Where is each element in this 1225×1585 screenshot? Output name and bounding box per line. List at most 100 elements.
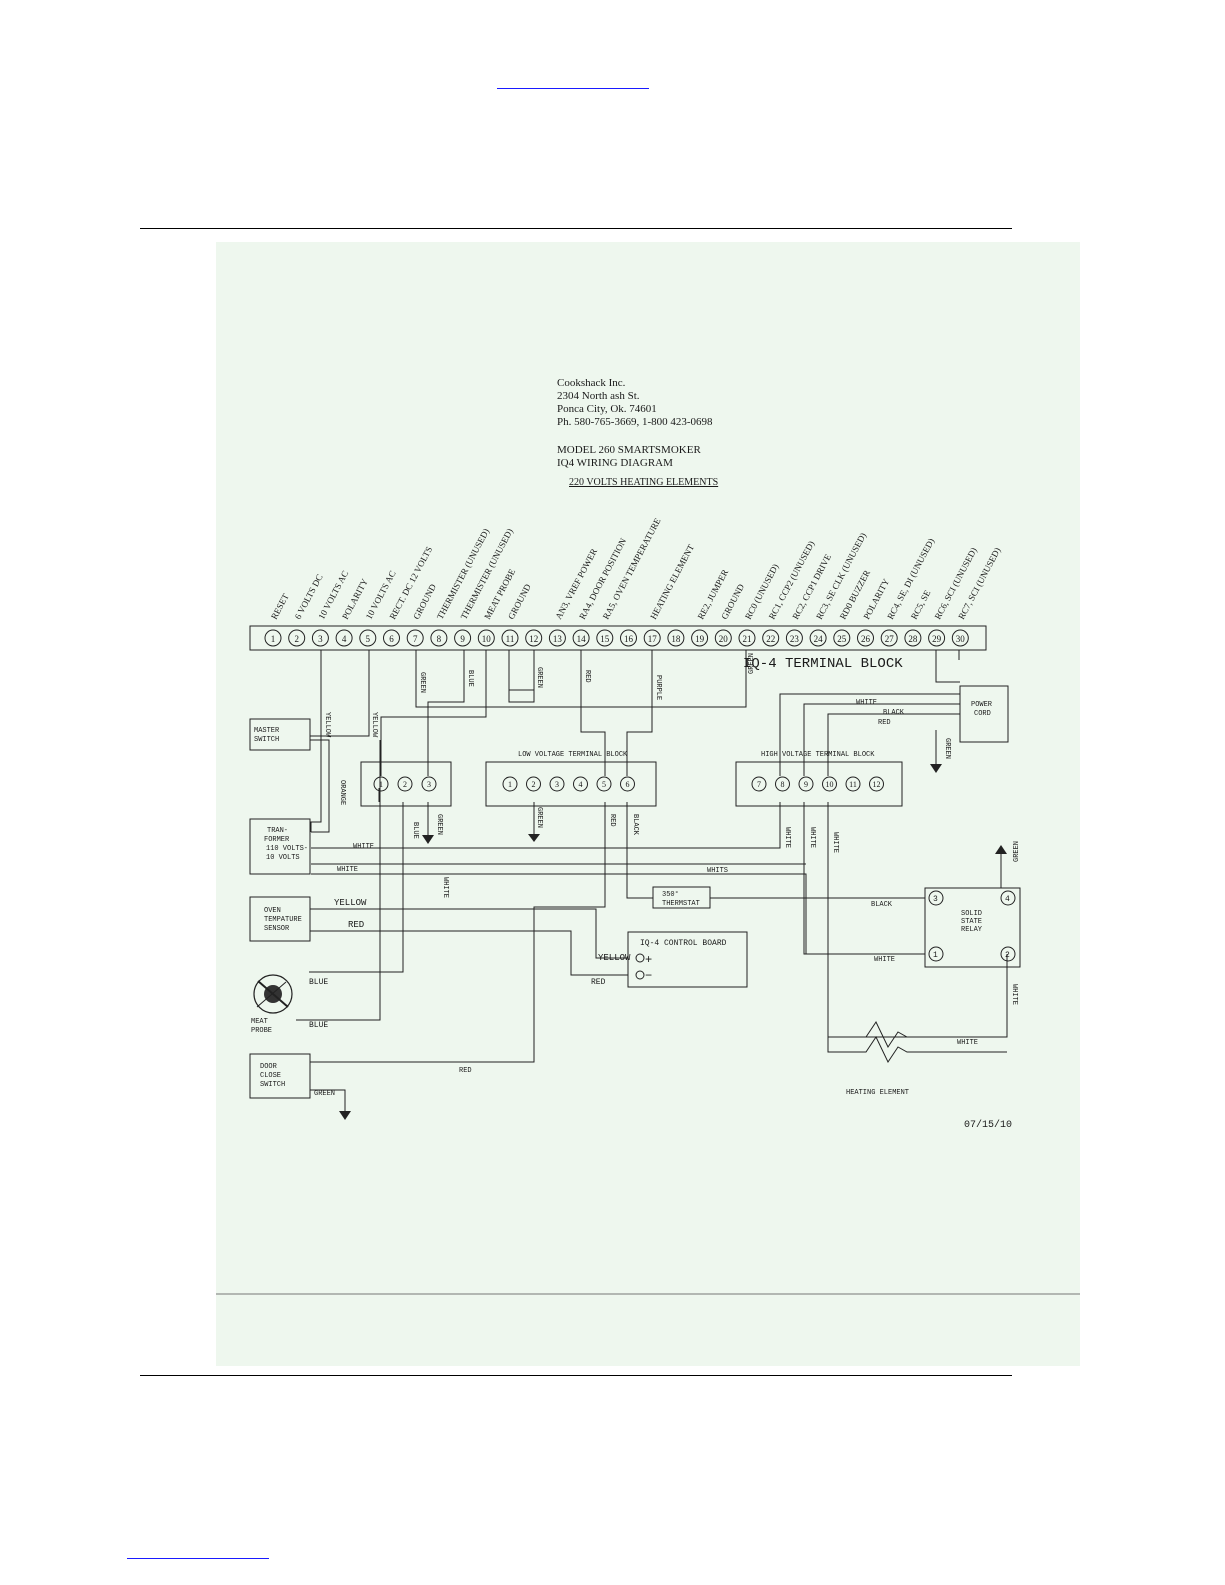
address-line-1: 2304 North ash St. [557, 390, 640, 402]
terminal-circle [857, 629, 874, 647]
terminal-circle [288, 629, 306, 647]
wire-blue-small: BLUE [411, 822, 419, 839]
footer-link-underline[interactable] [127, 1558, 269, 1559]
wire-white-vertical: WHITE [441, 877, 449, 898]
block-terminal-circle [502, 776, 518, 792]
terminal-circle [501, 629, 519, 647]
terminal-label: RC5, SE [909, 588, 933, 621]
wire-white-hv10: WHITE [831, 832, 839, 853]
block-terminal-circle [869, 776, 884, 792]
wire-red-door: RED [459, 1067, 472, 1075]
iq4-control-board: IQ-4 CONTROL BOARD + − [627, 931, 748, 988]
block-terminal-circle [751, 776, 767, 792]
wire-blue-9: BLUE [466, 670, 474, 687]
block-terminal-circle [620, 776, 635, 792]
terminal-label: GROUND [506, 582, 533, 621]
ground-arrow-power-cord [930, 764, 942, 773]
terminal-circle [928, 629, 946, 647]
block-terminal-number: 11 [849, 780, 857, 789]
wire-green-small: GREEN [435, 814, 443, 835]
terminal-circle [785, 629, 803, 647]
terminal-circle [359, 629, 377, 647]
wire-green-door: GREEN [314, 1090, 335, 1098]
terminal-circle [904, 629, 922, 647]
transformer-line-4: 10 VOLTS [266, 854, 300, 862]
terminal-block-title: IQ-4 TERMINAL BLOCK [743, 656, 903, 672]
block-terminal-number: 1 [379, 780, 383, 789]
block-terminal-circle [526, 776, 541, 792]
oven-temp-sensor: OVEN TEMPATURE SENSOR [249, 896, 311, 942]
terminal-circle [596, 629, 614, 647]
terminal-circle [548, 629, 566, 647]
terminal-number: 15 [600, 634, 610, 644]
block-terminal-number: 3 [427, 780, 431, 789]
terminal-number: 21 [743, 634, 752, 644]
terminal-label: GROUND [411, 582, 438, 621]
power-cord-line-2: CORD [974, 710, 991, 718]
terminal-circle [714, 629, 732, 647]
ssr-terminal-2: 2 [1005, 951, 1010, 960]
door-close-switch: DOOR CLOSE SWITCH [249, 1053, 311, 1099]
wire-red-sensor: RED [348, 920, 364, 930]
master-switch-line-1: MASTER [254, 727, 280, 735]
wire-white-hv8: WHITE [783, 827, 791, 848]
block-terminal-circle [822, 776, 837, 792]
block-terminal-circle [845, 776, 861, 792]
terminal-circle [430, 629, 448, 647]
terminal-number: 8 [437, 634, 442, 644]
top-link-underline[interactable] [497, 88, 649, 89]
terminal-circle [738, 629, 756, 647]
wire-purple-17: PURPLE [654, 675, 662, 700]
wire-yellow-sensor: YELLOW [334, 898, 367, 908]
ground-arrow-low-voltage [528, 834, 540, 842]
wire-green-lv: GREEN [535, 807, 543, 828]
terminal-circle [525, 629, 543, 647]
ssr-line-1: SOLID [961, 910, 982, 918]
high-voltage-terminal-block [735, 761, 903, 807]
power-cord: POWER CORD [959, 685, 1009, 743]
wire-green-7: GREEN [418, 672, 426, 693]
terminal-number: 12 [529, 634, 538, 644]
terminal-number: 28 [908, 634, 918, 644]
terminal-circle [762, 629, 780, 647]
wire-black-lv: BLACK [631, 814, 639, 836]
wiring-diagram: Cookshack Inc. 2304 North ash St. Ponca … [216, 377, 1080, 1295]
meat-probe-line-1: MEAT [251, 1018, 268, 1026]
master-switch: MASTER SWITCH [249, 718, 311, 751]
wire-white-hv9: WHITE [808, 827, 816, 848]
terminal-number: 22 [766, 634, 775, 644]
ground-arrow-door-switch [339, 1111, 351, 1120]
wire-white-heating: WHITE [957, 1039, 978, 1047]
meat-probe: MEAT PROBE [251, 974, 293, 1035]
door-switch-line-1: DOOR [260, 1063, 278, 1071]
block-terminal-number: 8 [781, 780, 785, 789]
terminal-label: RC4, SE, DI (UNUSED) [885, 537, 936, 621]
terminal-number: 5 [366, 634, 371, 644]
block-terminal-circle [549, 776, 565, 792]
solid-state-relay: 3 4 1 2 SOLID STATE RELAY [924, 887, 1021, 968]
wire-yellow-board: YELLOW [598, 953, 631, 963]
terminal-label: RECT. DC 12 VOLTS [387, 545, 434, 621]
door-switch-line-3: SWITCH [260, 1081, 285, 1089]
ssr-line-2: STATE [961, 918, 982, 926]
terminal-number: 4 [342, 634, 347, 644]
wire-orange: ORANGE [338, 780, 346, 805]
plus-sign: + [645, 953, 652, 967]
terminal-label: RESET [269, 592, 291, 621]
terminal-label: RC6, SCI (UNUSED) [933, 546, 979, 621]
terminal-number: 1 [271, 634, 276, 644]
terminal-number: 24 [814, 634, 824, 644]
block-terminal-circle [798, 776, 814, 792]
block-terminal-number: 2 [532, 780, 536, 789]
wire-white-tf1: WHITE [353, 843, 374, 851]
wire-labels: YELLOW YELLOW GREEN BLUE GREEN RED PURPL… [309, 653, 1021, 1098]
terminal-label: HEATING ELEMENT [648, 542, 696, 621]
block-terminal-circle [775, 776, 790, 792]
terminal-number: 23 [790, 634, 800, 644]
wire-whits: WHITS [707, 867, 728, 875]
power-cord-line-1: POWER [971, 701, 993, 709]
terminal-circle [833, 629, 851, 647]
